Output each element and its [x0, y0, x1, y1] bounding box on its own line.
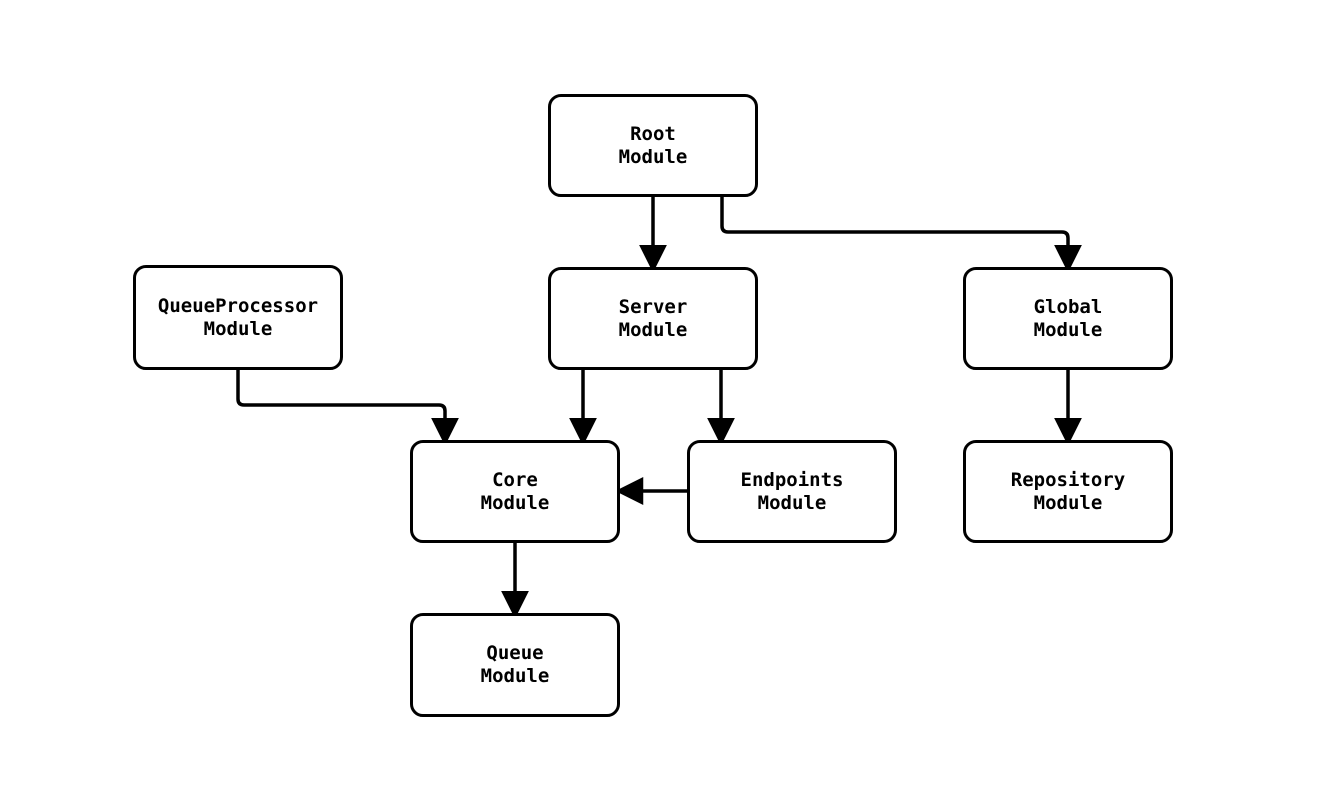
node-label-secondary: Module	[480, 665, 550, 687]
node-label-primary: Core	[492, 468, 538, 491]
node-label-secondary: Module	[1033, 491, 1103, 514]
node-label-primary: Global	[1033, 295, 1103, 318]
node-label-secondary: Module	[618, 145, 688, 168]
node-label-primary: Endpoints	[740, 468, 844, 491]
node-label-primary: Queue	[486, 642, 544, 664]
node-label-primary: Repository	[1010, 468, 1126, 491]
node-label-secondary: Module	[203, 317, 273, 340]
edges-group	[236, 197, 1082, 619]
node-label-secondary: Module	[618, 318, 688, 341]
node-label-primary: Root	[630, 122, 676, 145]
node-label-primary: Server	[618, 295, 688, 318]
node-label-secondary: Module	[480, 491, 550, 514]
node-label-secondary: Module	[1033, 318, 1103, 341]
edge-queueprocessor-to-core	[236, 370, 459, 446]
node-label-secondary: Module	[757, 491, 827, 514]
node-label-primary: QueueProcessor	[157, 294, 319, 317]
edge-root-to-global	[720, 197, 1082, 273]
